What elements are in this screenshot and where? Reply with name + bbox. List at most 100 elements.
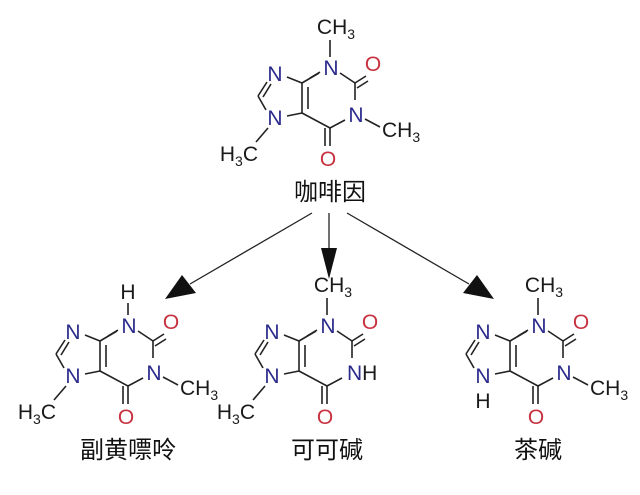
bond (60, 341, 70, 356)
bond (162, 376, 179, 386)
oxygen-C6: O (528, 406, 544, 429)
bond (547, 330, 564, 342)
bond (301, 112, 331, 129)
nitrogen-N1: N (556, 362, 571, 385)
bond (351, 333, 364, 342)
bond (286, 76, 303, 84)
nitrogen-N9: N (65, 321, 80, 344)
bond (255, 127, 269, 143)
methyl-N7: H3C (217, 401, 255, 427)
nitrogen-N1-H: NH (347, 362, 377, 385)
nitrogen-N3: N (323, 57, 338, 80)
bond (257, 81, 268, 97)
bond (127, 377, 144, 387)
bond (465, 353, 475, 369)
bond (286, 112, 303, 117)
arrow-head-icon (165, 275, 196, 299)
nitrogen-N7: N (475, 365, 490, 388)
molecule-name: 咖啡因 (294, 178, 366, 206)
bond (509, 370, 539, 387)
bond (283, 370, 300, 375)
oxygen-C6: O (118, 406, 134, 429)
nitrogen-N9: N (267, 63, 282, 86)
bond (55, 353, 65, 369)
molecule-name: 副黄嘌呤 (80, 436, 176, 464)
nitrogen-N1: N (348, 104, 363, 127)
bond (254, 353, 264, 369)
bond (301, 72, 320, 84)
nitrogen-N7: N (267, 107, 282, 130)
arrow-shaft (189, 212, 313, 285)
nitrogen-N7: N (65, 365, 80, 388)
methyl-N1: CH3 (590, 377, 628, 403)
nitrogen-N7: N (264, 365, 279, 388)
methyl-N3: CH3 (314, 274, 352, 300)
bond (99, 330, 118, 342)
bond (572, 376, 589, 386)
bond (470, 341, 480, 356)
bond (252, 385, 266, 401)
bond (562, 333, 575, 342)
bond (354, 75, 367, 84)
bond (494, 334, 511, 342)
oxygen-C2: O (573, 311, 589, 334)
bond (53, 385, 67, 401)
bond (326, 377, 343, 387)
bond (465, 339, 476, 355)
methyl-N3: CH3 (525, 274, 563, 300)
bond (55, 339, 66, 355)
oxygen-C2: O (365, 53, 381, 76)
bond (509, 330, 528, 342)
bond (154, 338, 167, 347)
nitrogen-N9: N (264, 321, 279, 344)
arrow-head-icon (321, 248, 337, 279)
arrow-shaft (346, 212, 470, 285)
molecules: NNNOONCH3CH3H3C咖啡因NNNOONCH3HH3C副黄嘌呤NNNOO… (18, 16, 628, 464)
bond (339, 72, 356, 84)
arrow-to-paraxanthine (165, 212, 313, 299)
bond (364, 118, 381, 128)
nitrogen-N1: N (146, 362, 161, 385)
arrow-to-theobromine (321, 213, 337, 279)
bond (259, 341, 269, 356)
oxygen-C2: O (163, 311, 179, 334)
bond (152, 333, 165, 342)
bond (254, 339, 265, 355)
bond (262, 83, 272, 98)
bond (564, 338, 577, 347)
bond (356, 80, 369, 89)
bond (84, 370, 101, 375)
bond (537, 377, 554, 387)
arrow-head-icon (463, 275, 494, 299)
oxygen-C6: O (317, 406, 333, 429)
methyl-N3: CH3 (317, 16, 355, 42)
nitrogen-N3: N (121, 315, 136, 338)
bond (336, 330, 353, 342)
nitrogen-N3: N (320, 315, 335, 338)
bond (84, 334, 101, 342)
hydrogen-N7: H (475, 390, 490, 413)
nitrogen-N9: N (475, 321, 490, 344)
methyl-N7: H3C (220, 143, 258, 169)
bond (298, 370, 328, 387)
hydrogen-N3: H (120, 281, 135, 304)
oxygen-C6: O (320, 148, 336, 171)
bond (494, 370, 511, 375)
bond (298, 330, 317, 342)
bond (137, 330, 154, 342)
methyl-N1: CH3 (180, 377, 218, 403)
bond (257, 95, 267, 111)
methyl-N1: CH3 (382, 119, 420, 145)
bond (353, 338, 366, 347)
bond (329, 119, 346, 129)
arrows (165, 212, 494, 299)
molecule-name: 可可碱 (291, 436, 363, 464)
bond (99, 370, 129, 387)
molecule-name: 茶碱 (514, 436, 562, 464)
methyl-N7: H3C (18, 401, 56, 427)
